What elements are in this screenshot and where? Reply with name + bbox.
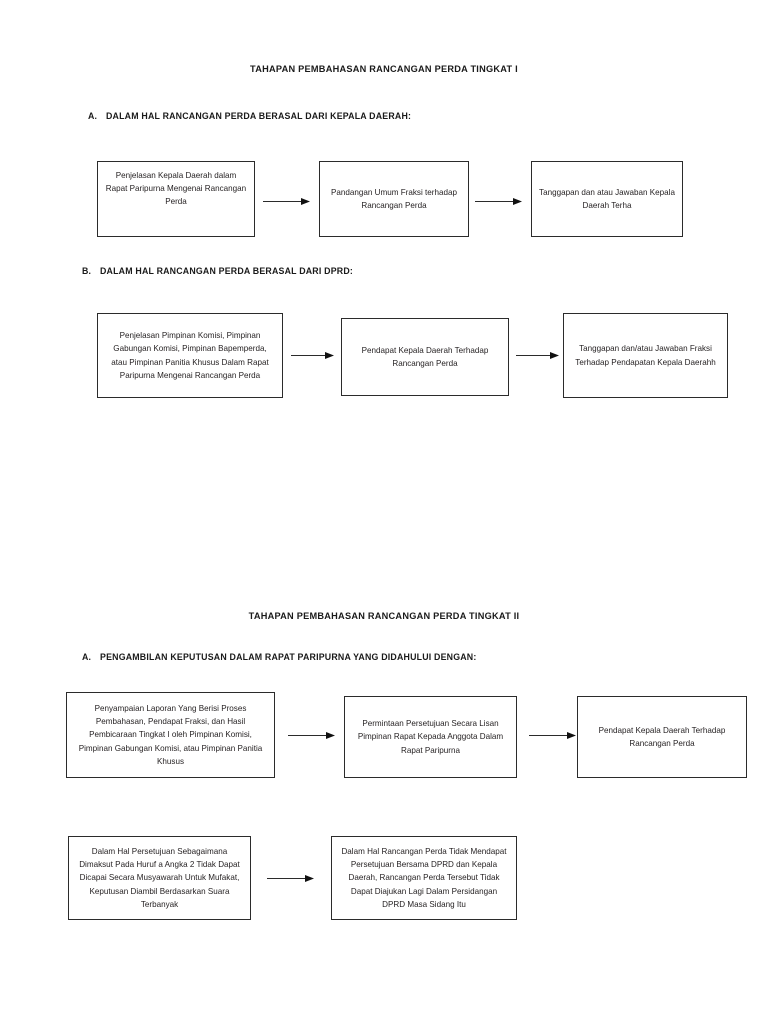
section-heading-text-level1-b: DALAM HAL RANCANGAN PERDA BERASAL DARI D… xyxy=(100,266,353,276)
flow-box-level1-a-1: Penjelasan Kepala Daerah dalam Rapat Par… xyxy=(97,161,255,237)
flow-box-text: Pendapat Kepala Daerah Terhadap Rancanga… xyxy=(598,725,726,748)
section-marker-level1-a: A. xyxy=(88,111,98,121)
section-heading-level1-a: A. DALAM HAL RANCANGAN PERDA BERASAL DARI… xyxy=(88,111,411,121)
flow-box-text: Penyampaian Laporan Yang Berisi Proses P… xyxy=(78,704,263,766)
flow-box-text: Tanggapan dan/atau Jawaban Fraksi Terhad… xyxy=(575,344,716,367)
flow-box-text: Pendapat Kepala Daerah Terhadap Rancanga… xyxy=(361,345,489,368)
flow-box-text: Pandangan Umum Fraksi terhadap Rancangan… xyxy=(331,187,457,210)
flow-box-level2-a-row2-1: Dalam Hal Persetujuan Sebagaimana Dimaks… xyxy=(68,836,251,920)
flow-box-level2-a-row1-2: Permintaan Persetujuan Secara Lisan Pimp… xyxy=(344,696,517,778)
flow-box-level1-b-3: Tanggapan dan/atau Jawaban Fraksi Terhad… xyxy=(563,313,728,398)
section-heading-level2-a: A. PENGAMBILAN KEPUTUSAN DALAM RAPAT PARI… xyxy=(82,652,476,662)
section-heading-level1-b: B. DALAM HAL RANCANGAN PERDA BERASAL DARI… xyxy=(82,266,353,276)
flow-box-level1-a-3: Tanggapan dan atau Jawaban Kepala Daerah… xyxy=(531,161,683,237)
section-heading-text-level2-a: PENGAMBILAN KEPUTUSAN DALAM RAPAT PARIPU… xyxy=(100,652,477,662)
flow-box-level1-b-1: Penjelasan Pimpinan Komisi, Pimpinan Gab… xyxy=(97,313,283,398)
arrow-level2-a-row1-2 xyxy=(529,731,577,740)
arrow-level1-b-2 xyxy=(516,351,560,360)
arrow-level1-b-1 xyxy=(291,351,335,360)
flow-box-level2-a-row1-1: Penyampaian Laporan Yang Berisi Proses P… xyxy=(66,692,275,778)
flow-box-text: Penjelasan Kepala Daerah dalam Rapat Par… xyxy=(105,171,247,207)
flow-box-level1-b-2: Pendapat Kepala Daerah Terhadap Rancanga… xyxy=(341,318,509,396)
page-title-level-2: TAHAPAN PEMBAHASAN RANCANGAN PERDA TINGK… xyxy=(248,611,520,621)
section-heading-text-level1-a: DALAM HAL RANCANGAN PERDA BERASAL DARI K… xyxy=(106,111,412,121)
flow-box-text: Dalam Hal Rancangan Perda Tidak Mendapat… xyxy=(341,847,507,909)
arrow-level1-a-1 xyxy=(263,197,311,206)
arrow-level2-a-row2-1 xyxy=(267,874,315,883)
arrow-level1-a-2 xyxy=(475,197,523,206)
flow-box-level2-a-row2-2: Dalam Hal Rancangan Perda Tidak Mendapat… xyxy=(331,836,517,920)
flow-box-level1-a-2: Pandangan Umum Fraksi terhadap Rancangan… xyxy=(319,161,469,237)
flow-box-text: Permintaan Persetujuan Secara Lisan Pimp… xyxy=(357,719,504,755)
flow-box-text: Dalam Hal Persetujuan Sebagaimana Dimaks… xyxy=(79,847,240,909)
flow-box-text: Tanggapan dan atau Jawaban Kepala Daerah… xyxy=(539,187,675,210)
page-title-level-1: TAHAPAN PEMBAHASAN RANCANGAN PERDA TINGK… xyxy=(250,64,518,74)
section-marker-level2-a: A. xyxy=(82,652,92,662)
arrow-level2-a-row1-1 xyxy=(288,731,336,740)
section-marker-level1-b: B. xyxy=(82,266,92,276)
flow-box-text: Penjelasan Pimpinan Komisi, Pimpinan Gab… xyxy=(111,331,269,380)
flow-box-level2-a-row1-3: Pendapat Kepala Daerah Terhadap Rancanga… xyxy=(577,696,747,778)
